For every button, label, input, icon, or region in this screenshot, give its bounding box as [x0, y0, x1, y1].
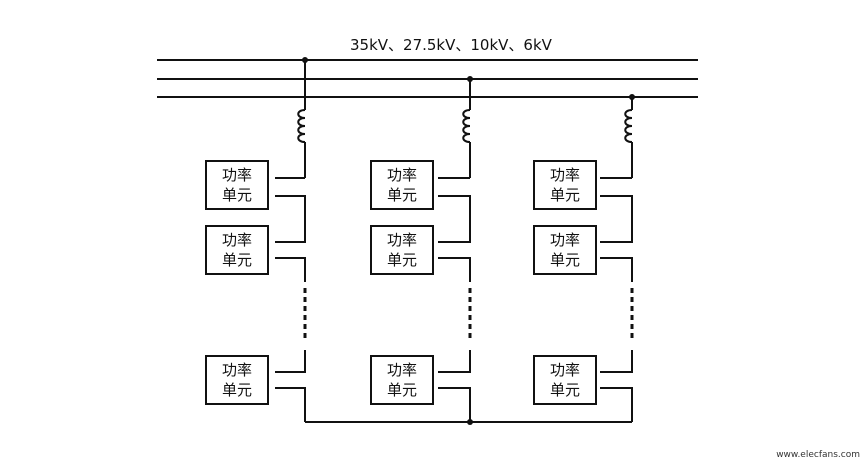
unit-label-line1: 功率 — [221, 166, 252, 184]
unit-label-line2: 单元 — [386, 381, 417, 399]
unit-label-line2: 单元 — [386, 186, 417, 204]
unit-label-line1: 功率 — [386, 361, 417, 379]
power-unit-1-3: 功率 单元 — [205, 355, 269, 405]
unit-label-line2: 单元 — [549, 251, 580, 269]
unit-label-line2: 单元 — [386, 251, 417, 269]
unit-label-line2: 单元 — [549, 381, 580, 399]
unit-label-line1: 功率 — [549, 361, 580, 379]
junction-dot-2 — [467, 76, 473, 82]
power-unit-2-2: 功率 单元 — [370, 225, 434, 275]
power-unit-3-3: 功率 单元 — [533, 355, 597, 405]
unit-label-line1: 功率 — [386, 166, 417, 184]
unit-label-line1: 功率 — [549, 231, 580, 249]
power-unit-3-2: 功率 单元 — [533, 225, 597, 275]
unit-label-line1: 功率 — [549, 166, 580, 184]
power-unit-1-1: 功率 单元 — [205, 160, 269, 210]
power-unit-1-2: 功率 单元 — [205, 225, 269, 275]
power-unit-2-1: 功率 单元 — [370, 160, 434, 210]
power-unit-2-3: 功率 单元 — [370, 355, 434, 405]
unit-label-line1: 功率 — [221, 361, 252, 379]
inductor-3-icon — [624, 109, 633, 143]
bus-voltage-label: 35kV、27.5kV、10kV、6kV — [350, 36, 552, 54]
power-unit-3-1: 功率 单元 — [533, 160, 597, 210]
junction-dot-1 — [302, 57, 308, 63]
unit-label-line2: 单元 — [221, 186, 252, 204]
unit-label-line2: 单元 — [549, 186, 580, 204]
unit-label-line2: 单元 — [221, 381, 252, 399]
junction-dot-3 — [629, 94, 635, 100]
watermark: www.elecfans.com — [776, 450, 860, 460]
inductor-2-icon — [462, 109, 471, 143]
unit-label-line2: 单元 — [221, 251, 252, 269]
unit-label-line1: 功率 — [386, 231, 417, 249]
junction-dot-neutral — [467, 419, 473, 425]
unit-label-line1: 功率 — [221, 231, 252, 249]
inductor-1-icon — [297, 109, 306, 143]
